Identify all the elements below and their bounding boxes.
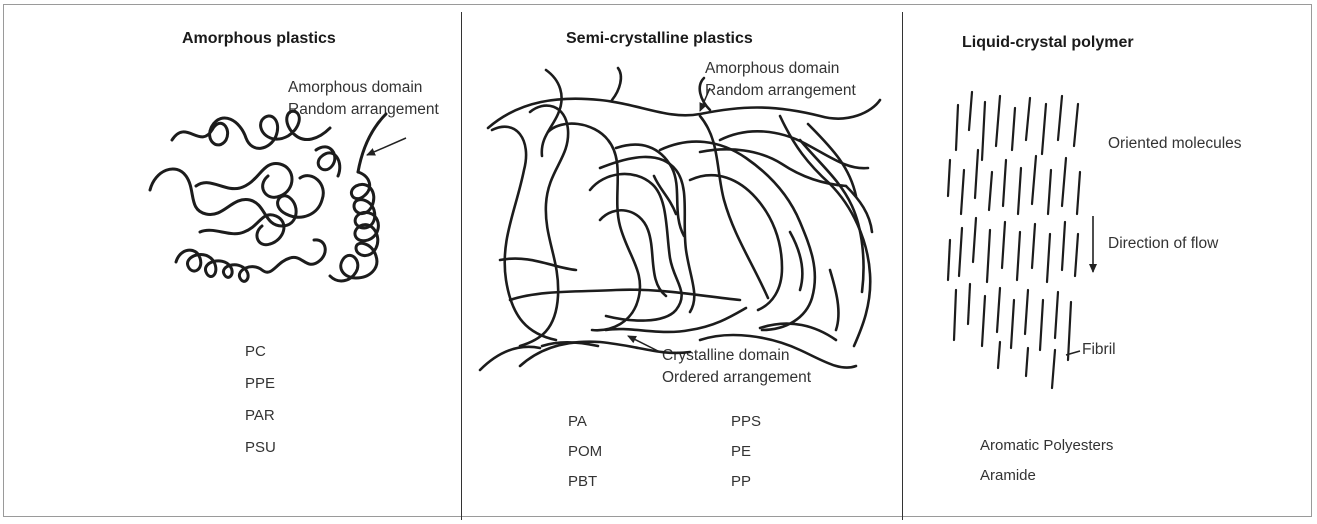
- amorphous-chains: [150, 111, 386, 281]
- semicrystalline-chains: [480, 68, 880, 370]
- lcp-fibrils: [948, 92, 1080, 388]
- amorphous-domain-arrow: [367, 138, 406, 155]
